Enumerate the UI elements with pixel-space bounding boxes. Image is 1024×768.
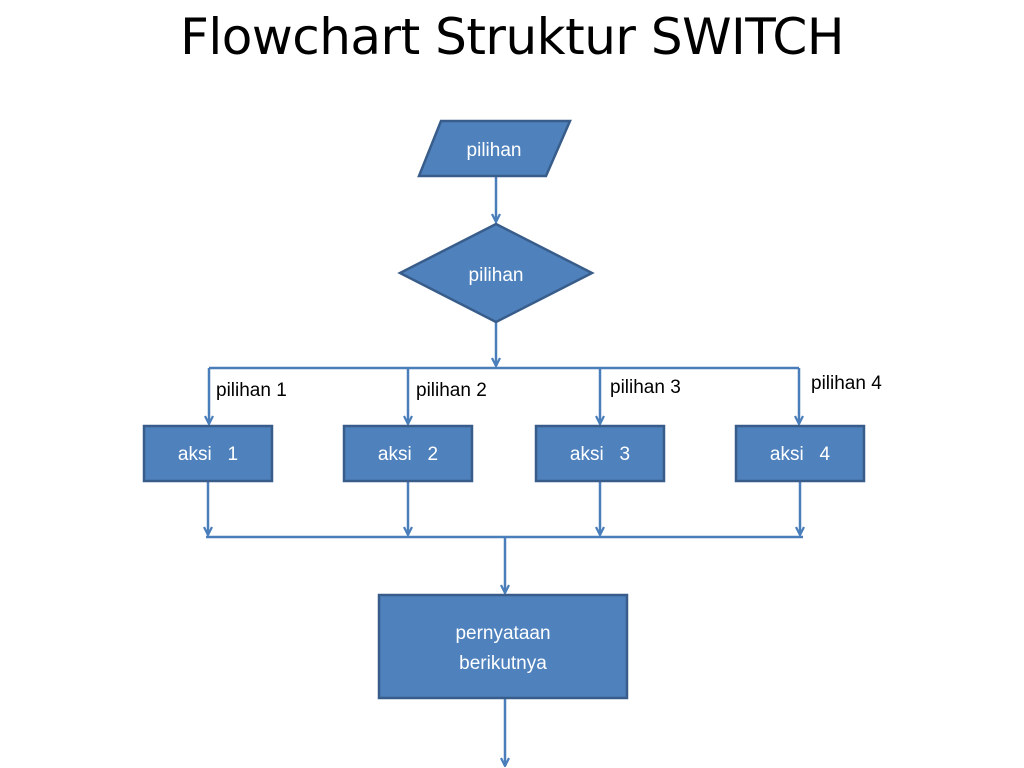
action-box-4	[734, 424, 866, 483]
connectors	[206, 177, 803, 766]
decision-node: pilihan	[397, 222, 595, 324]
input-node: pilihan	[417, 119, 572, 178]
next-statement-line-2: berikutnya	[459, 653, 547, 674]
action-node-3: aksi 3	[534, 424, 666, 483]
action-label-3: aksi 3	[570, 444, 630, 465]
next-statement-line-1: pernyataan	[455, 623, 550, 644]
action-box-2	[342, 424, 474, 483]
action-node-4: aksi 4	[734, 424, 866, 483]
branch-label-1: pilihan 1	[216, 380, 287, 401]
decision-node-label: pilihan	[469, 265, 524, 286]
branch-label-3: pilihan 3	[610, 377, 681, 398]
next-statement-node: pernyataan berikutnya	[377, 593, 629, 700]
input-parallelogram	[417, 119, 572, 178]
action-label-2: aksi 2	[378, 444, 438, 465]
action-label-1: aksi 1	[178, 444, 238, 465]
action-node-2: aksi 2	[342, 424, 474, 483]
input-node-label: pilihan	[467, 140, 522, 161]
decision-diamond	[397, 222, 595, 324]
action-box-1	[142, 424, 274, 483]
branch-label-2: pilihan 2	[416, 380, 487, 401]
slide-title: Flowchart Struktur SWITCH	[180, 8, 844, 66]
action-box-3	[534, 424, 666, 483]
action-label-4: aksi 4	[770, 444, 831, 465]
next-statement-box	[377, 593, 629, 700]
branch-label-4: pilihan 4	[811, 373, 882, 394]
action-node-1: aksi 1	[142, 424, 274, 483]
